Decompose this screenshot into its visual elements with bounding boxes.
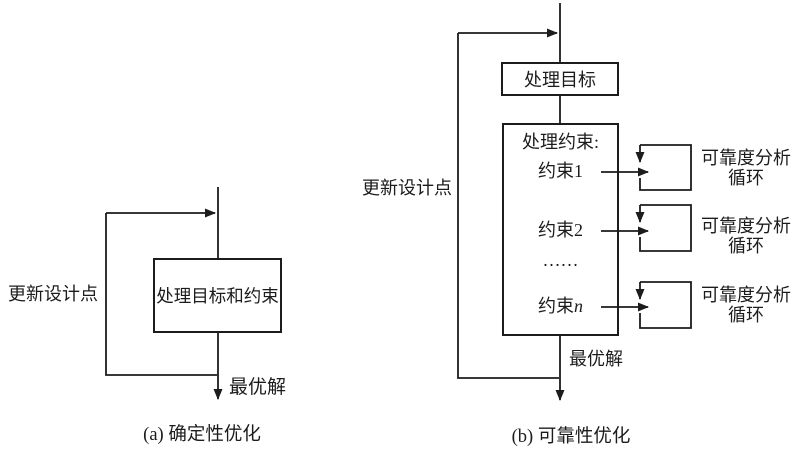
a-process-box: 处理目标和约束 — [153, 258, 282, 333]
reliability-loop-3-label: 可靠度分析 循环 — [701, 285, 791, 325]
reliability-loop-1-label: 可靠度分析 循环 — [701, 148, 791, 188]
b-constraints-box-title: 处理约束: — [521, 132, 599, 152]
constraint-2-label: 约束2 — [538, 220, 583, 240]
b-objective-box: 处理目标 — [501, 62, 619, 96]
constraint-1-label: 约束1 — [538, 161, 583, 181]
reliability-loop-2-box — [639, 204, 692, 252]
reliability-loop-1-box — [639, 144, 692, 191]
b-caption: (b) 可靠性优化 — [511, 427, 631, 447]
a-caption: (a) 确定性优化 — [143, 425, 261, 445]
b-constraints-box — [502, 123, 619, 336]
a-output-label: 最优解 — [229, 377, 287, 398]
constraints-ellipsis: …… — [542, 250, 579, 270]
a-feedback-label: 更新设计点 — [8, 284, 98, 304]
a-feedback-line — [105, 213, 217, 376]
b-feedback-line — [457, 33, 559, 379]
b-feedback-label: 更新设计点 — [362, 178, 452, 198]
b-output-label: 最优解 — [569, 349, 623, 369]
a-process-box-label: 处理目标和约束 — [156, 286, 279, 306]
b-objective-box-label: 处理目标 — [524, 70, 596, 90]
reliability-loop-3-box — [639, 281, 692, 329]
constraint-n-label: 约束n — [538, 296, 583, 316]
reliability-loop-2-label: 可靠度分析 循环 — [701, 216, 791, 256]
